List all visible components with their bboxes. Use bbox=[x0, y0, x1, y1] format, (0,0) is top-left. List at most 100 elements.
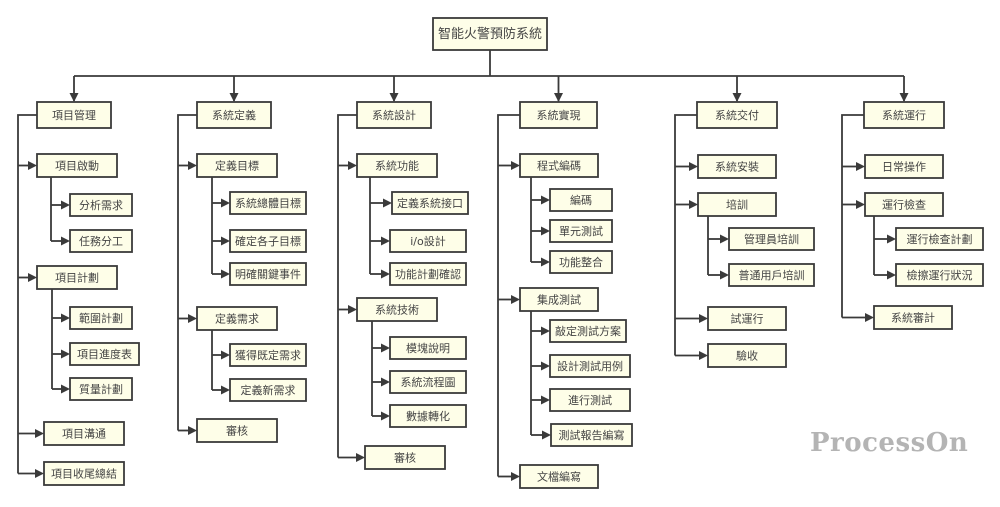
phase-node[interactable]: 系統實現 bbox=[519, 101, 598, 129]
task-node[interactable]: 審核 bbox=[196, 418, 278, 443]
task-node[interactable]: 項目啟動 bbox=[36, 153, 118, 178]
subtask-node-box bbox=[549, 354, 631, 378]
task-node[interactable]: 運行檢查 bbox=[864, 192, 944, 217]
root-node-label: 智能火警預防系統 bbox=[438, 26, 542, 42]
task-node[interactable]: 試運行 bbox=[707, 306, 787, 331]
task-node[interactable]: 定義需求 bbox=[196, 306, 278, 331]
subtask-node[interactable]: 編碼 bbox=[549, 188, 613, 212]
subtask-node-box bbox=[389, 336, 467, 360]
task-node-label: 系統功能 bbox=[375, 159, 419, 173]
subtask-node-label: 編碼 bbox=[570, 193, 592, 207]
task-node[interactable]: 文檔編寫 bbox=[519, 464, 599, 489]
subtask-node[interactable]: 明確關鍵事件 bbox=[229, 262, 307, 286]
phase-node[interactable]: 系統設計 bbox=[356, 101, 432, 129]
task-node-box bbox=[196, 153, 278, 178]
arrow-right-icon bbox=[381, 269, 390, 279]
arrow-right-icon bbox=[61, 313, 70, 323]
phase-spine bbox=[337, 114, 357, 458]
subtask-node[interactable]: 質量計劃 bbox=[69, 377, 133, 401]
arrow-right-icon bbox=[381, 236, 390, 246]
subtask-node[interactable]: 敲定測試方案 bbox=[549, 319, 627, 343]
task-node[interactable]: 系統安裝 bbox=[697, 154, 777, 179]
arrow-right-icon bbox=[541, 326, 550, 336]
task-node[interactable]: 程式編碼 bbox=[519, 153, 599, 178]
subtask-node[interactable]: 功能計劃確認 bbox=[389, 262, 467, 286]
task-node[interactable]: 培訓 bbox=[697, 192, 777, 217]
subtask-node-box bbox=[895, 227, 984, 251]
task-node-box bbox=[707, 343, 787, 368]
arrow-right-icon bbox=[381, 377, 390, 387]
task-node-label: 驗收 bbox=[736, 349, 758, 363]
subtask-node[interactable]: 設計測試用例 bbox=[549, 354, 631, 378]
arrow-right-icon bbox=[35, 429, 44, 438]
task-node-label: 項目收尾總結 bbox=[51, 467, 117, 481]
subtask-node[interactable]: 數據轉化 bbox=[389, 404, 467, 428]
task-node-box bbox=[864, 154, 944, 179]
phase-node-box bbox=[196, 101, 272, 129]
subtask-node-box bbox=[391, 191, 469, 215]
task-node[interactable]: 驗收 bbox=[707, 343, 787, 368]
task-node[interactable]: 項目收尾總結 bbox=[43, 461, 125, 486]
subtask-node[interactable]: 定義系統接口 bbox=[391, 191, 469, 215]
task-node[interactable]: 項目溝通 bbox=[43, 421, 125, 446]
subtask-node[interactable]: i/o設計 bbox=[389, 229, 467, 253]
phase-node[interactable]: 系統交付 bbox=[696, 101, 778, 129]
task-node-label: 項目溝通 bbox=[62, 428, 106, 441]
subtask-node[interactable]: 系統總體目標 bbox=[229, 191, 307, 215]
arrow-right-icon bbox=[356, 453, 365, 462]
subtask-node-box bbox=[549, 388, 631, 412]
task-node-label: 系統安裝 bbox=[715, 160, 759, 174]
task-node-box bbox=[43, 461, 125, 486]
phase-node[interactable]: 系統定義 bbox=[196, 101, 272, 129]
subtask-node-box bbox=[895, 263, 984, 287]
processon-watermark: ProcessOn bbox=[810, 428, 969, 458]
task-node-label: 程式編碼 bbox=[537, 159, 581, 173]
task-node-label: 試運行 bbox=[731, 312, 764, 326]
task-node-label: 運行檢查 bbox=[882, 198, 926, 212]
arrow-down-icon bbox=[554, 93, 563, 102]
arrow-right-icon bbox=[61, 349, 70, 359]
subtask-node[interactable]: 模塊說明 bbox=[389, 336, 467, 360]
task-node[interactable]: 定義目標 bbox=[196, 153, 278, 178]
subtask-node-label: 設計測試用例 bbox=[557, 359, 623, 373]
subtask-node-label: 檢擦運行狀況 bbox=[907, 268, 973, 282]
subtask-node-label: 獲得既定需求 bbox=[235, 348, 301, 362]
task-node[interactable]: 集成測試 bbox=[519, 287, 599, 312]
arrow-right-icon bbox=[542, 430, 551, 440]
subtask-node[interactable]: 確定各子目標 bbox=[229, 229, 307, 253]
task-node-label: 系統技術 bbox=[375, 303, 419, 317]
arrow-right-icon bbox=[887, 270, 896, 280]
task-node[interactable]: 系統審計 bbox=[873, 305, 953, 330]
task-node[interactable]: 系統功能 bbox=[356, 153, 438, 178]
subtask-node[interactable]: 獲得既定需求 bbox=[229, 343, 307, 367]
subtask-node[interactable]: 分析需求 bbox=[69, 193, 133, 217]
subtask-node[interactable]: 運行檢查計劃 bbox=[895, 227, 984, 251]
arrow-right-icon bbox=[221, 236, 230, 246]
task-node[interactable]: 系統技術 bbox=[356, 297, 438, 322]
subtask-node[interactable]: 管理員培訓 bbox=[728, 227, 815, 251]
subtask-node-box bbox=[69, 229, 133, 253]
subtask-node[interactable]: 功能整合 bbox=[549, 250, 613, 274]
task-node-label: 項目啟動 bbox=[55, 159, 99, 173]
subtask-node[interactable]: 系統流程圖 bbox=[389, 370, 467, 394]
root-node[interactable]: 智能火警預防系統 bbox=[432, 17, 548, 51]
subtask-node-box bbox=[229, 229, 307, 253]
subtask-node[interactable]: 定義新需求 bbox=[229, 378, 307, 402]
task-node[interactable]: 日常操作 bbox=[864, 154, 944, 179]
subtask-node[interactable]: 進行測試 bbox=[549, 388, 631, 412]
task-node[interactable]: 審核 bbox=[364, 445, 446, 470]
subtask-node-box bbox=[550, 423, 633, 447]
subtask-node[interactable]: 單元測試 bbox=[549, 219, 613, 243]
subtask-node[interactable]: 普通用戶培訓 bbox=[728, 263, 815, 287]
phase-node[interactable]: 系統運行 bbox=[863, 101, 945, 129]
subtask-node[interactable]: 測試報告編寫 bbox=[550, 423, 633, 447]
subtask-node-box bbox=[229, 343, 307, 367]
phase-node[interactable]: 項目管理 bbox=[36, 101, 112, 129]
subtask-node-label: 功能計劃確認 bbox=[395, 267, 461, 281]
subtask-node[interactable]: 檢擦運行狀況 bbox=[895, 263, 984, 287]
subtask-node[interactable]: 範圍計劃 bbox=[69, 306, 133, 330]
task-node[interactable]: 項目計劃 bbox=[36, 265, 118, 290]
subtask-node[interactable]: 項目進度表 bbox=[69, 342, 140, 366]
connector-layer bbox=[17, 50, 909, 481]
subtask-node[interactable]: 任務分工 bbox=[69, 229, 133, 253]
